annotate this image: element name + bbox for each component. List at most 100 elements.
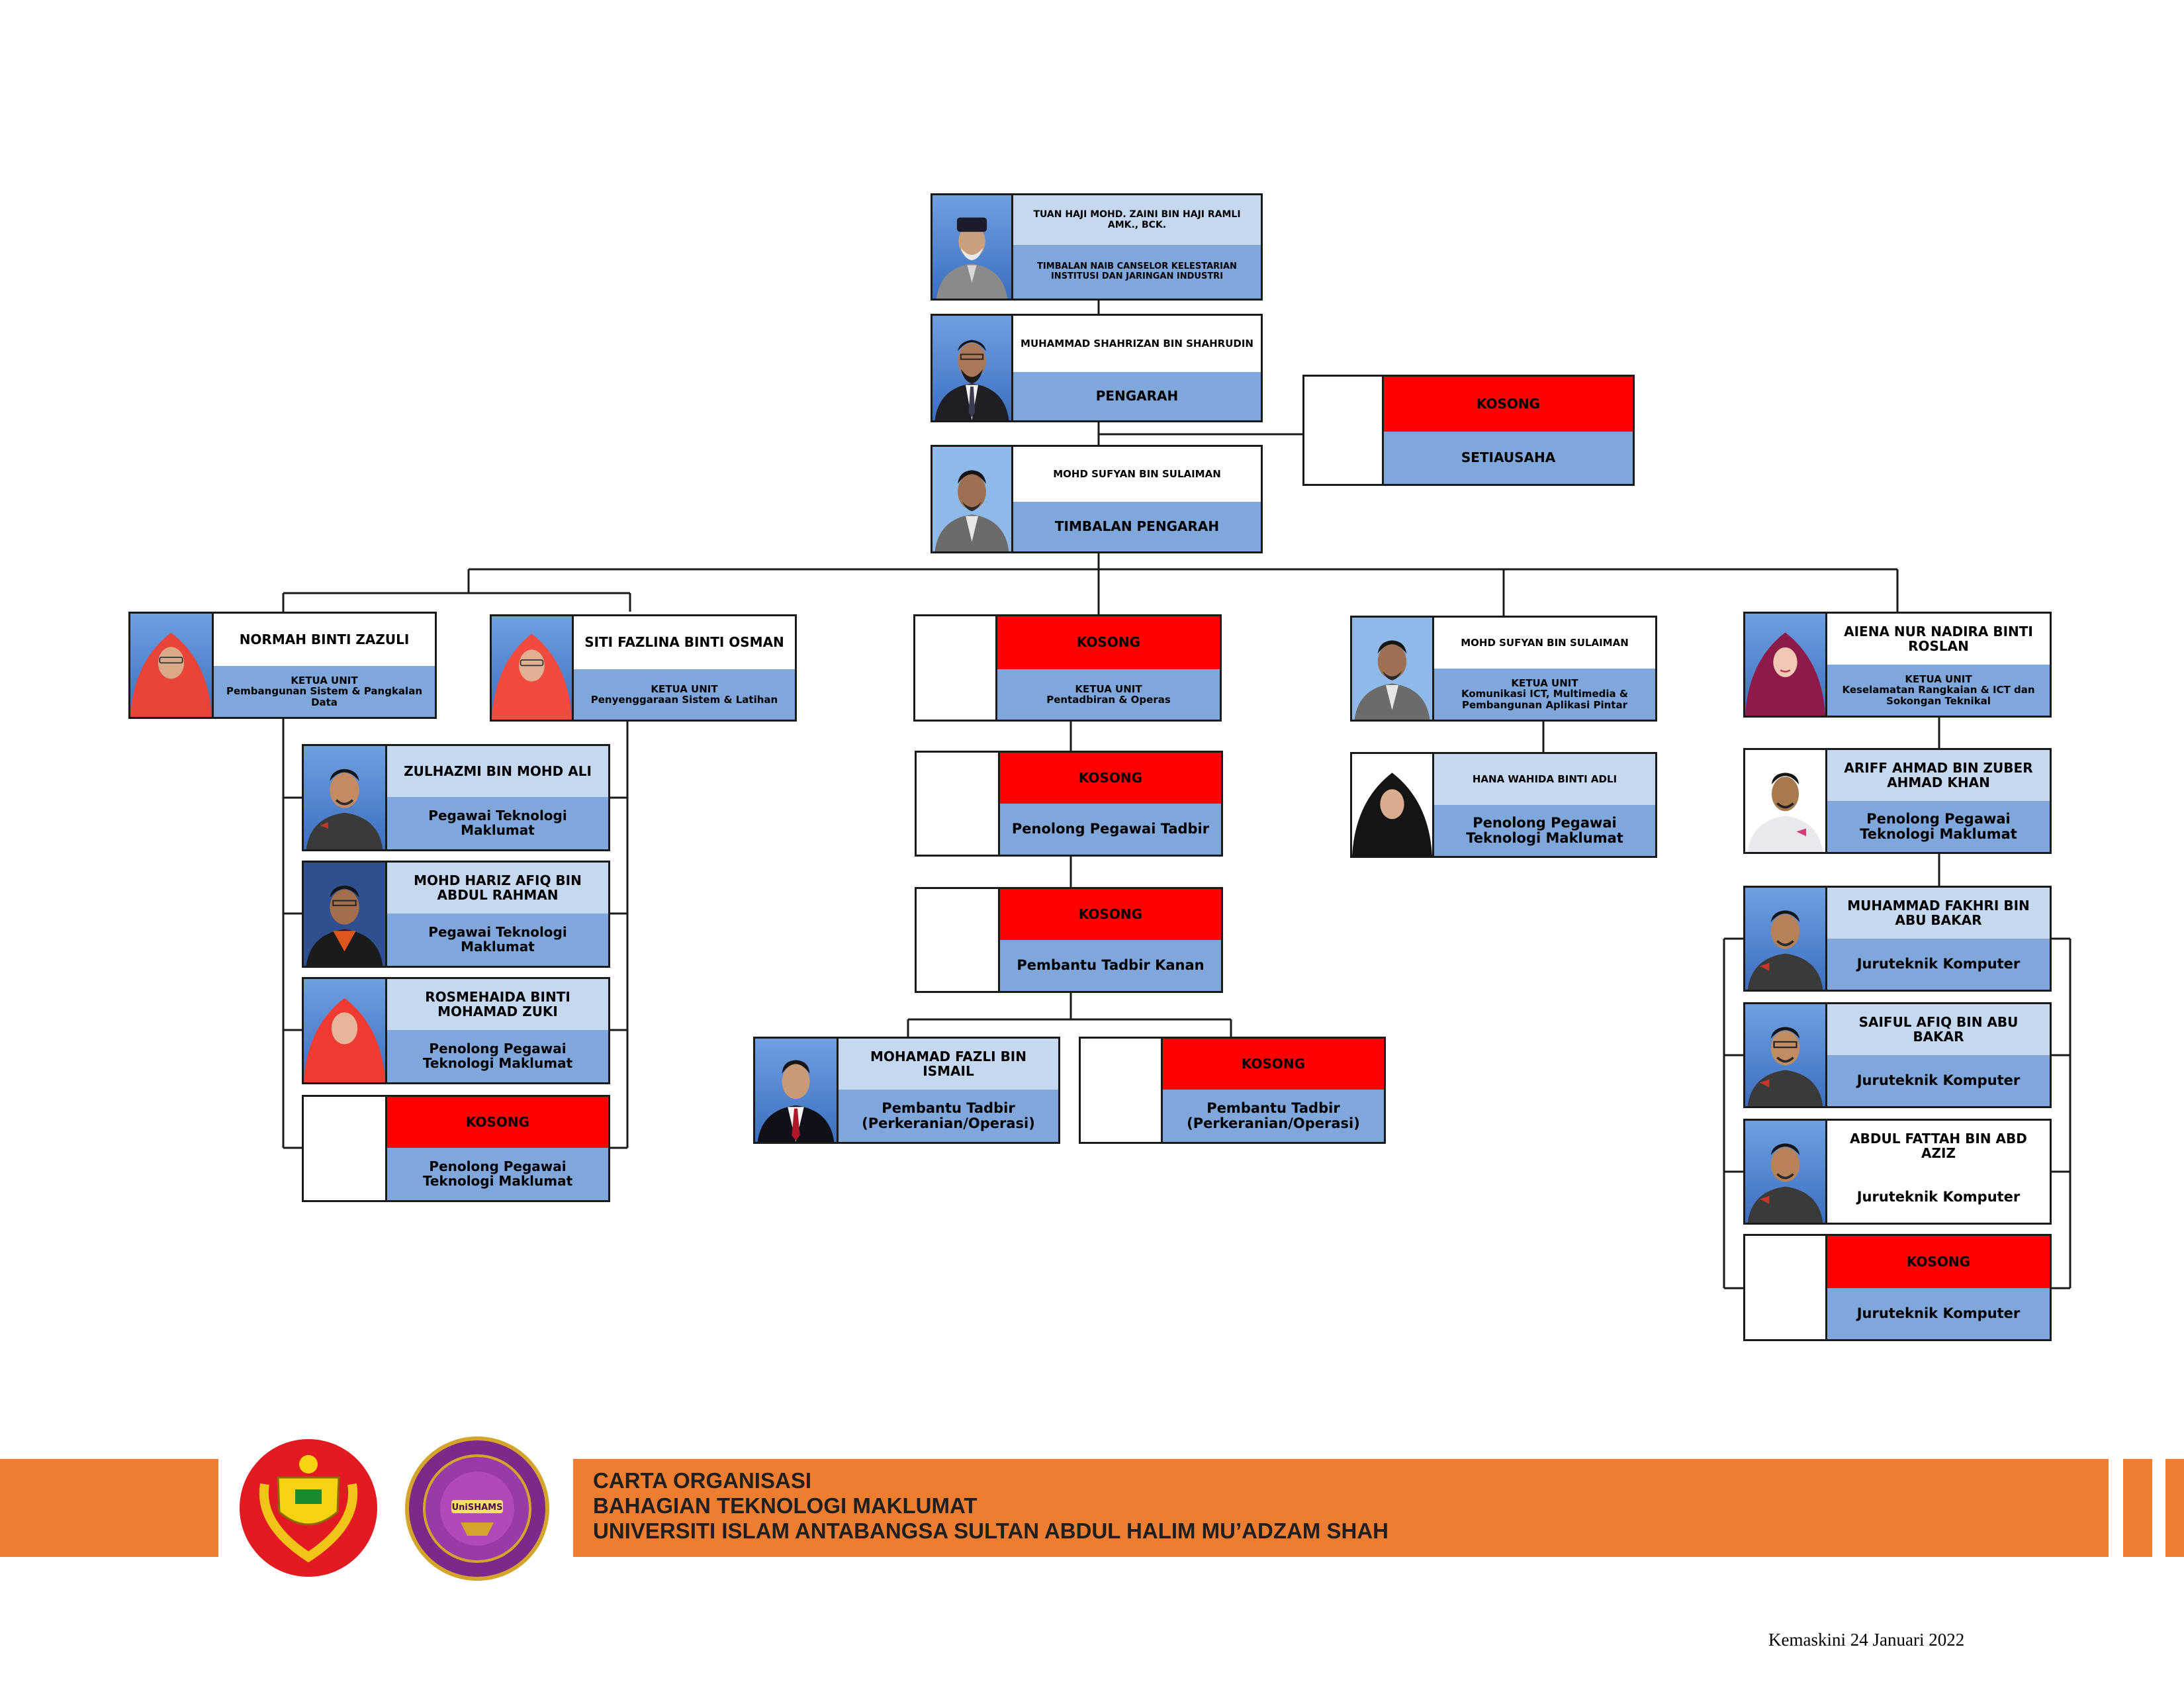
person-position: Penolong Pegawai Tadbir <box>1000 804 1221 855</box>
person-name: KOSONG <box>1827 1236 2050 1290</box>
person-avatar-icon <box>755 1039 837 1142</box>
avatar <box>492 616 574 720</box>
person-position: Pembantu Tadbir Kanan <box>1000 940 1221 991</box>
university-logo: UniSHAMS <box>405 1436 549 1581</box>
person-name: MUHAMMAD SHAHRIZAN BIN SHAHRUDIN <box>1013 316 1261 374</box>
card-aiena: AIENA NUR NADIRA BINTI ROSLAN KETUA UNIT… <box>1743 612 2052 718</box>
footer-title-line-3: UNIVERSITI ISLAM ANTABANGSA SULTAN ABDUL… <box>593 1519 1388 1543</box>
position-unit: Penyenggaraan Sistem & Latihan <box>590 694 778 706</box>
card-kosong-juruteknik: KOSONG Juruteknik Komputer <box>1743 1234 2052 1341</box>
person-position: Pembantu Tadbir (Perkeranian/Operasi) <box>1163 1090 1384 1142</box>
university-logo-text: UniSHAMS <box>452 1503 503 1513</box>
position-title: KETUA UNIT <box>1075 682 1142 695</box>
position-unit: Pembangunan Sistem & Pangkalan Data <box>226 685 422 708</box>
vacant-photo-placeholder <box>1745 1236 1827 1339</box>
person-avatar-icon <box>933 195 1011 299</box>
person-name: SAIFUL AFIQ BIN ABU BAKAR <box>1827 1004 2050 1057</box>
person-name: AIENA NUR NADIRA BINTI ROSLAN <box>1827 614 2050 667</box>
person-position: Penolong Pegawai Teknologi Maklumat <box>387 1030 608 1082</box>
person-avatar-icon <box>1745 1004 1825 1106</box>
position-title: KETUA UNIT <box>1511 677 1578 690</box>
person-name: MOHD SUFYAN BIN SULAIMAN <box>1013 447 1261 504</box>
avatar <box>933 316 1013 420</box>
person-position: KETUA UNIT Komunikasi ICT, Multimedia & … <box>1434 669 1655 720</box>
person-name: ABDUL FATTAH BIN ABD AZIZ <box>1827 1121 2050 1174</box>
person-avatar-icon <box>1352 618 1432 720</box>
state-crest-logo <box>238 1438 379 1578</box>
avatar <box>1745 614 1827 716</box>
avatar <box>1745 750 1827 852</box>
position-unit: Keselamatan Rangkaian & ICT dan Sokongan… <box>1842 684 2035 707</box>
vacant-photo-placeholder <box>1081 1039 1163 1142</box>
person-name: ZULHAZMI BIN MOHD ALI <box>387 746 608 799</box>
card-fakhri: MUHAMMAD FAKHRI BIN ABU BAKAR Juruteknik… <box>1743 886 2052 992</box>
person-name: SITI FAZLINA BINTI OSMAN <box>574 616 795 671</box>
person-position: Pegawai Teknologi Maklumat <box>387 914 608 966</box>
card-fazlina: SITI FAZLINA BINTI OSMAN KETUA UNIT Peny… <box>490 614 797 722</box>
person-position: SETIAUSAHA <box>1384 432 1633 484</box>
card-fattah: ABDUL FATTAH BIN ABD AZIZ Juruteknik Kom… <box>1743 1119 2052 1225</box>
person-position: TIMBALAN PENGARAH <box>1013 502 1261 551</box>
person-avatar-icon <box>1745 888 1825 990</box>
person-position: Juruteknik Komputer <box>1827 1172 2050 1223</box>
card-zulhazmi: ZULHAZMI BIN MOHD ALI Pegawai Teknologi … <box>302 744 610 851</box>
card-hariz: MOHD HARIZ AFIQ BIN ABDUL RAHMAN Pegawai… <box>302 861 610 968</box>
footer-title-line-2: BAHAGIAN TEKNOLOGI MAKLUMAT <box>593 1493 978 1518</box>
avatar <box>130 614 214 717</box>
avatar <box>933 195 1013 299</box>
card-pengarah: MUHAMMAD SHAHRIZAN BIN SHAHRUDIN PENGARA… <box>931 314 1263 422</box>
person-avatar-icon <box>1745 1121 1825 1223</box>
card-kosong-penolong-pegawai-tadbir: KOSONG Penolong Pegawai Tadbir <box>915 751 1223 857</box>
person-avatar-icon <box>130 614 212 717</box>
footer-title: CARTA ORGANISASI BAHAGIAN TEKNOLOGI MAKL… <box>593 1468 1388 1544</box>
person-position: KETUA UNIT Pembangunan Sistem & Pangkala… <box>214 666 435 717</box>
person-position: PENGARAH <box>1013 372 1261 420</box>
person-name: KOSONG <box>997 616 1220 671</box>
avatar <box>933 447 1013 551</box>
person-name: MOHD HARIZ AFIQ BIN ABDUL RAHMAN <box>387 863 608 915</box>
footer-bar-left <box>0 1459 218 1557</box>
person-position: Penolong Pegawai Teknologi Maklumat <box>387 1148 608 1200</box>
vacant-photo-placeholder <box>917 753 1000 855</box>
vacant-photo-placeholder <box>1304 377 1384 484</box>
position-unit: Pentadbiran & Operas <box>1046 694 1171 706</box>
avatar <box>1745 888 1827 990</box>
person-name: MUHAMMAD FAKHRI BIN ABU BAKAR <box>1827 888 2050 941</box>
avatar <box>1352 618 1434 720</box>
footer-bar-main <box>573 1459 2109 1557</box>
person-name: NORMAH BINTI ZAZULI <box>214 614 435 668</box>
person-position: Pegawai Teknologi Maklumat <box>387 797 608 849</box>
person-position: TIMBALAN NAIB CANSELOR KELESTARIAN INSTI… <box>1013 245 1261 299</box>
card-sufyan-unit: MOHD SUFYAN BIN SULAIMAN KETUA UNIT Komu… <box>1350 616 1657 722</box>
card-rosmehaida: ROSMEHAIDA BINTI MOHAMAD ZUKI Penolong P… <box>302 977 610 1084</box>
person-avatar-icon <box>492 616 572 720</box>
person-avatar-icon <box>304 863 385 966</box>
position-title: KETUA UNIT <box>291 675 358 687</box>
person-position: Penolong Pegawai Teknologi Maklumat <box>1434 805 1655 856</box>
avatar <box>304 746 387 849</box>
card-normah: NORMAH BINTI ZAZULI KETUA UNIT Pembangun… <box>128 612 437 719</box>
updated-date: Kemaskini 24 Januari 2022 <box>1768 1630 1965 1650</box>
person-avatar-icon <box>304 979 385 1082</box>
card-timbalan-pengarah: MOHD SUFYAN BIN SULAIMAN TIMBALAN PENGAR… <box>931 445 1263 553</box>
card-fazli: MOHAMAD FAZLI BIN ISMAIL Pembantu Tadbir… <box>753 1037 1060 1144</box>
person-position: KETUA UNIT Penyenggaraan Sistem & Latiha… <box>574 669 795 720</box>
person-avatar-icon <box>933 447 1011 551</box>
state-crest-icon <box>240 1439 377 1577</box>
person-name: KOSONG <box>1000 889 1221 942</box>
person-name: KOSONG <box>387 1097 608 1150</box>
person-avatar-icon <box>1352 754 1432 856</box>
avatar <box>304 979 387 1082</box>
person-position: KETUA UNIT Keselamatan Rangkaian & ICT d… <box>1827 665 2050 716</box>
avatar <box>755 1039 839 1142</box>
person-position: Juruteknik Komputer <box>1827 1055 2050 1106</box>
position-title: KETUA UNIT <box>1905 673 1972 686</box>
person-name: KOSONG <box>1384 377 1633 434</box>
footer-bar-stripe-1 <box>2123 1459 2152 1557</box>
card-kosong-pembantu-tadbir-kanan: KOSONG Pembantu Tadbir Kanan <box>915 887 1223 993</box>
person-name: MOHAMAD FAZLI BIN ISMAIL <box>839 1039 1058 1092</box>
person-name: HANA WAHIDA BINTI ADLI <box>1434 754 1655 807</box>
person-position: Penolong Pegawai Teknologi Maklumat <box>1827 801 2050 852</box>
avatar <box>1745 1004 1827 1106</box>
